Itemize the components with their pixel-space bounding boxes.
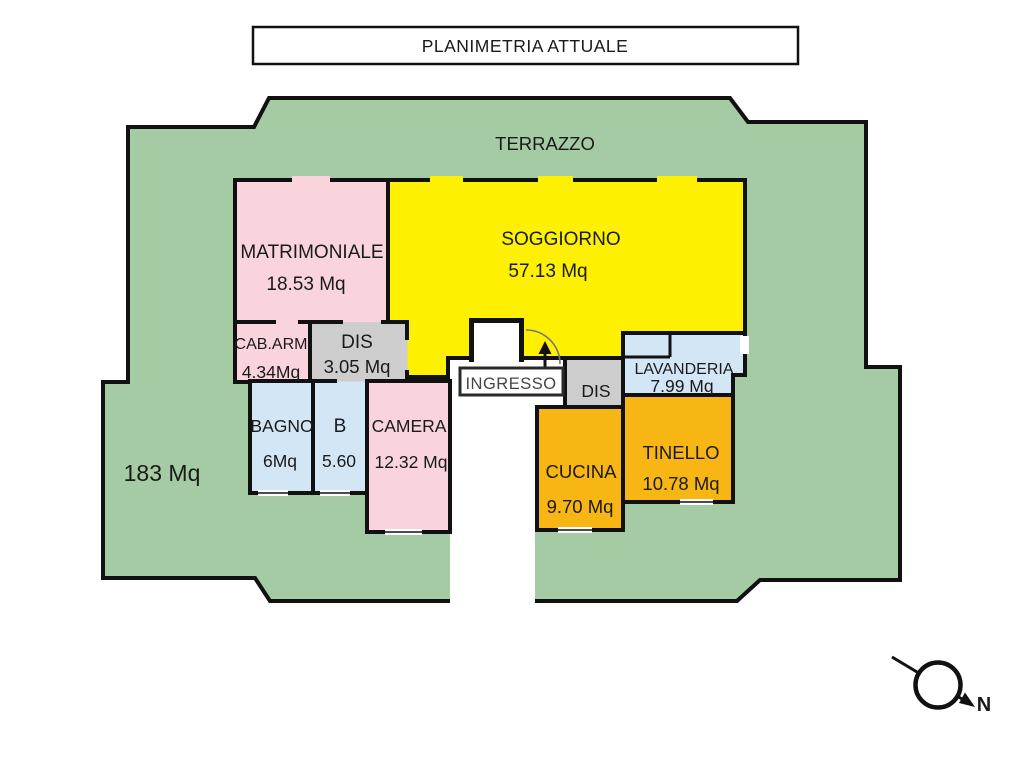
room-camera	[365, 379, 452, 534]
lavanderia-name-label: LAVANDERIA	[635, 361, 734, 378]
bagno-area-label: 6Mq	[263, 451, 297, 471]
cab-arm-name-label: CAB.ARM	[235, 336, 308, 353]
b-name-label: B	[334, 416, 347, 437]
door-swing-arc	[525, 329, 561, 365]
camera-area-label: 12.32 Mq	[375, 452, 448, 472]
matrimoniale-area-label: 18.53 Mq	[266, 274, 345, 295]
matrimoniale-name-label: MATRIMONIALE	[240, 242, 383, 263]
entrance-arrow-icon	[538, 341, 552, 354]
room-bagno	[248, 379, 315, 495]
entrance-walkway	[450, 360, 568, 606]
bagno-name-label: BAGNO	[250, 416, 313, 436]
north-label: N	[977, 694, 991, 716]
terrazzo-label: TERRAZZO	[495, 133, 595, 154]
cucina-area-label: 9.70 Mq	[547, 496, 614, 517]
room-b	[311, 379, 369, 495]
dis2-name-label: DIS	[581, 381, 610, 401]
soggiorno-name-label: SOGGIORNO	[501, 229, 620, 250]
wall-openings	[258, 176, 749, 535]
terrace-area-label: 183 Mq	[124, 460, 201, 486]
cab-arm-area-label: 4.34Mq	[242, 362, 300, 382]
room-matrimoniale	[233, 178, 390, 324]
entrance-niche-walls	[469, 318, 524, 362]
lavanderia-divider-wall	[625, 335, 672, 359]
title-box	[251, 25, 800, 66]
entrance-niche	[469, 318, 524, 362]
room-tinello	[621, 393, 735, 504]
tinello-area-label: 10.78 Mq	[642, 473, 719, 494]
b-area-label: 5.60	[322, 451, 356, 471]
plan-title: PLANIMETRIA ATTUALE	[422, 36, 629, 56]
room-cucina	[535, 405, 625, 532]
cucina-name-label: CUCINA	[546, 461, 618, 482]
tinello-name-label: TINELLO	[642, 442, 719, 463]
room-cab-arm	[233, 320, 315, 384]
soggiorno-area-label: 57.13 Mq	[508, 261, 587, 282]
ingresso-label: INGRESSO	[465, 375, 556, 393]
dis1-area-label: 3.05 Mq	[324, 356, 391, 377]
dis1-name-label: DIS	[341, 332, 373, 353]
ingresso-label-box	[458, 366, 565, 397]
compass-icon	[891, 655, 975, 710]
camera-name-label: CAMERA	[372, 416, 447, 436]
lavanderia-area-label: 7.99 Mq	[650, 376, 713, 396]
